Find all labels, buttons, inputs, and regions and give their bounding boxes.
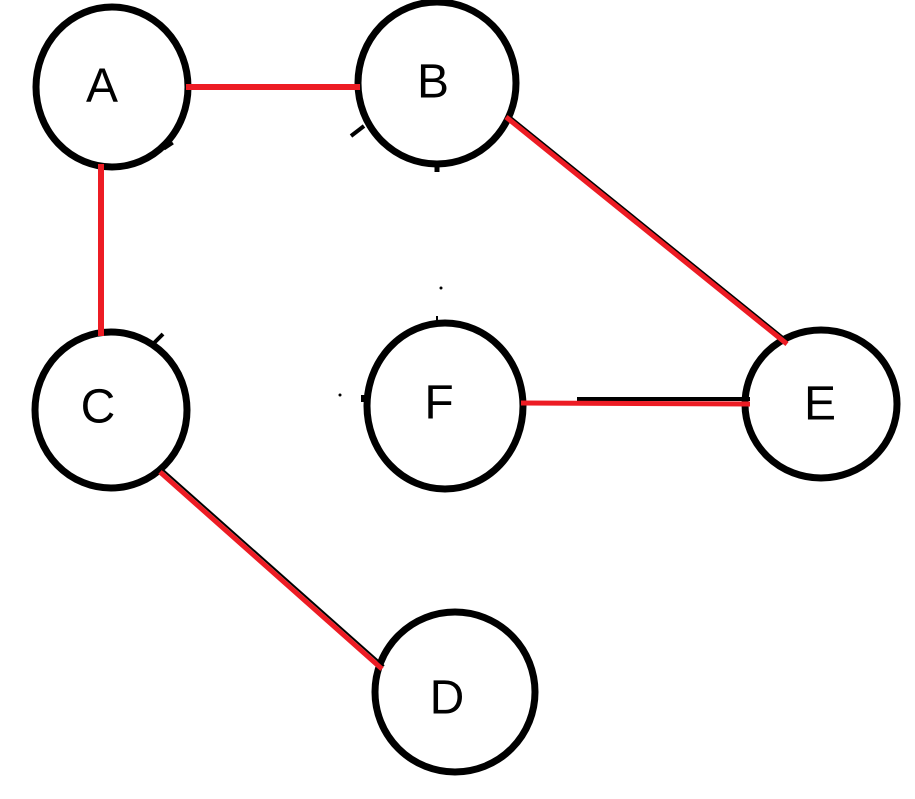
- stray-tick: [163, 141, 174, 151]
- edge-C-D: [158, 470, 384, 671]
- node-D-label: D: [430, 672, 465, 725]
- stray-dot: [338, 393, 342, 397]
- node-C-label: C: [81, 381, 116, 434]
- stray-tick: [349, 124, 366, 138]
- node-B-label: B: [417, 56, 449, 109]
- node-F-circle: [363, 319, 527, 493]
- node-D-circle: [371, 608, 539, 776]
- edge-F-E: [520, 400, 751, 407]
- node-A-label: A: [86, 60, 118, 113]
- node-E-label: E: [804, 378, 836, 431]
- edge-B-E-hairline: [506, 113, 789, 342]
- stray-dot: [439, 286, 443, 290]
- edge-C-D-hairline: [161, 468, 385, 667]
- stray-tick: [149, 332, 165, 348]
- node-F-label: F: [424, 377, 453, 430]
- node-C-circle: [31, 328, 191, 492]
- edge-B-E: [504, 115, 789, 346]
